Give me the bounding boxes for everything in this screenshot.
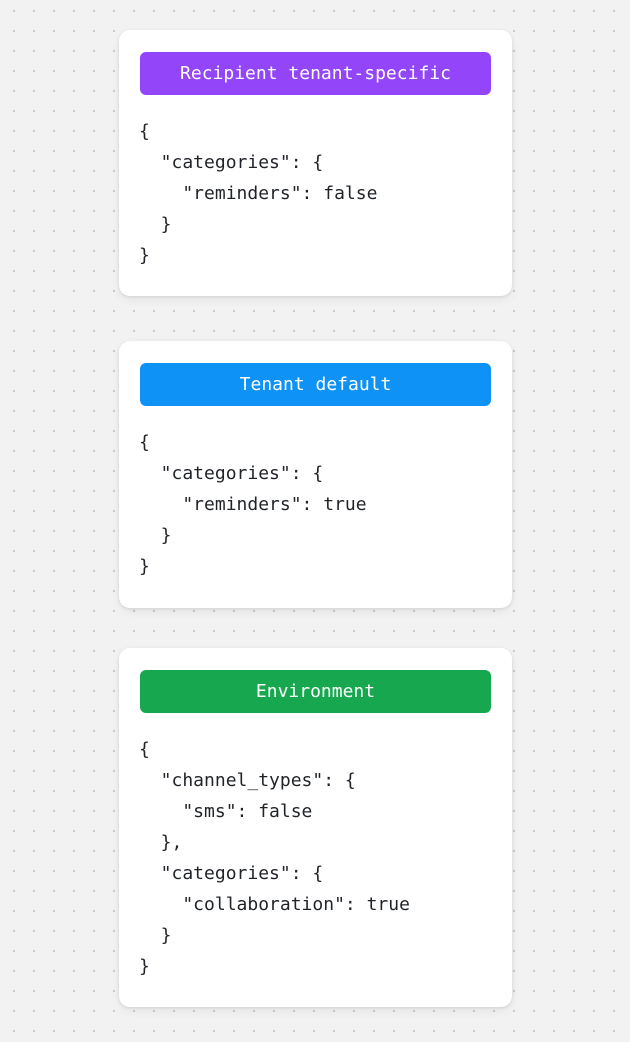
- config-card-recipient-tenant-specific: Recipient tenant-specific { "categories":…: [119, 30, 512, 296]
- card-header-environment: Environment: [140, 670, 491, 713]
- code-line: "channel_types": {: [139, 770, 356, 791]
- code-line: "categories": {: [139, 863, 324, 884]
- card-header-tenant-default: Tenant default: [140, 363, 491, 406]
- code-line: }: [139, 925, 172, 946]
- code-line: {: [139, 739, 150, 760]
- code-line: }: [139, 556, 150, 577]
- card-json-body-recipient-tenant-specific: { "categories": { "reminders": false }}: [139, 116, 496, 271]
- code-line: "reminders": true: [139, 494, 367, 515]
- config-card-tenant-default: Tenant default { "categories": { "reminde…: [119, 341, 512, 608]
- code-line: "sms": false: [139, 801, 313, 822]
- card-header-title: Tenant default: [239, 373, 392, 395]
- config-card-environment: Environment { "channel_types": { "sms": f…: [119, 648, 512, 1007]
- card-json-body-environment: { "channel_types": { "sms": false }, "ca…: [139, 734, 496, 982]
- code-line: {: [139, 121, 150, 142]
- code-line: "reminders": false: [139, 183, 378, 204]
- code-line: }: [139, 214, 172, 235]
- code-line: },: [139, 832, 183, 853]
- code-line: }: [139, 245, 150, 266]
- code-line: }: [139, 956, 150, 977]
- code-line: }: [139, 525, 172, 546]
- card-json-body-tenant-default: { "categories": { "reminders": true }}: [139, 427, 496, 582]
- card-header-recipient-tenant-specific: Recipient tenant-specific: [140, 52, 491, 95]
- card-header-title: Environment: [255, 680, 376, 702]
- card-header-title: Recipient tenant-specific: [180, 62, 451, 84]
- code-line: "categories": {: [139, 152, 324, 173]
- code-line: "collaboration": true: [139, 894, 410, 915]
- code-line: {: [139, 432, 150, 453]
- code-line: "categories": {: [139, 463, 324, 484]
